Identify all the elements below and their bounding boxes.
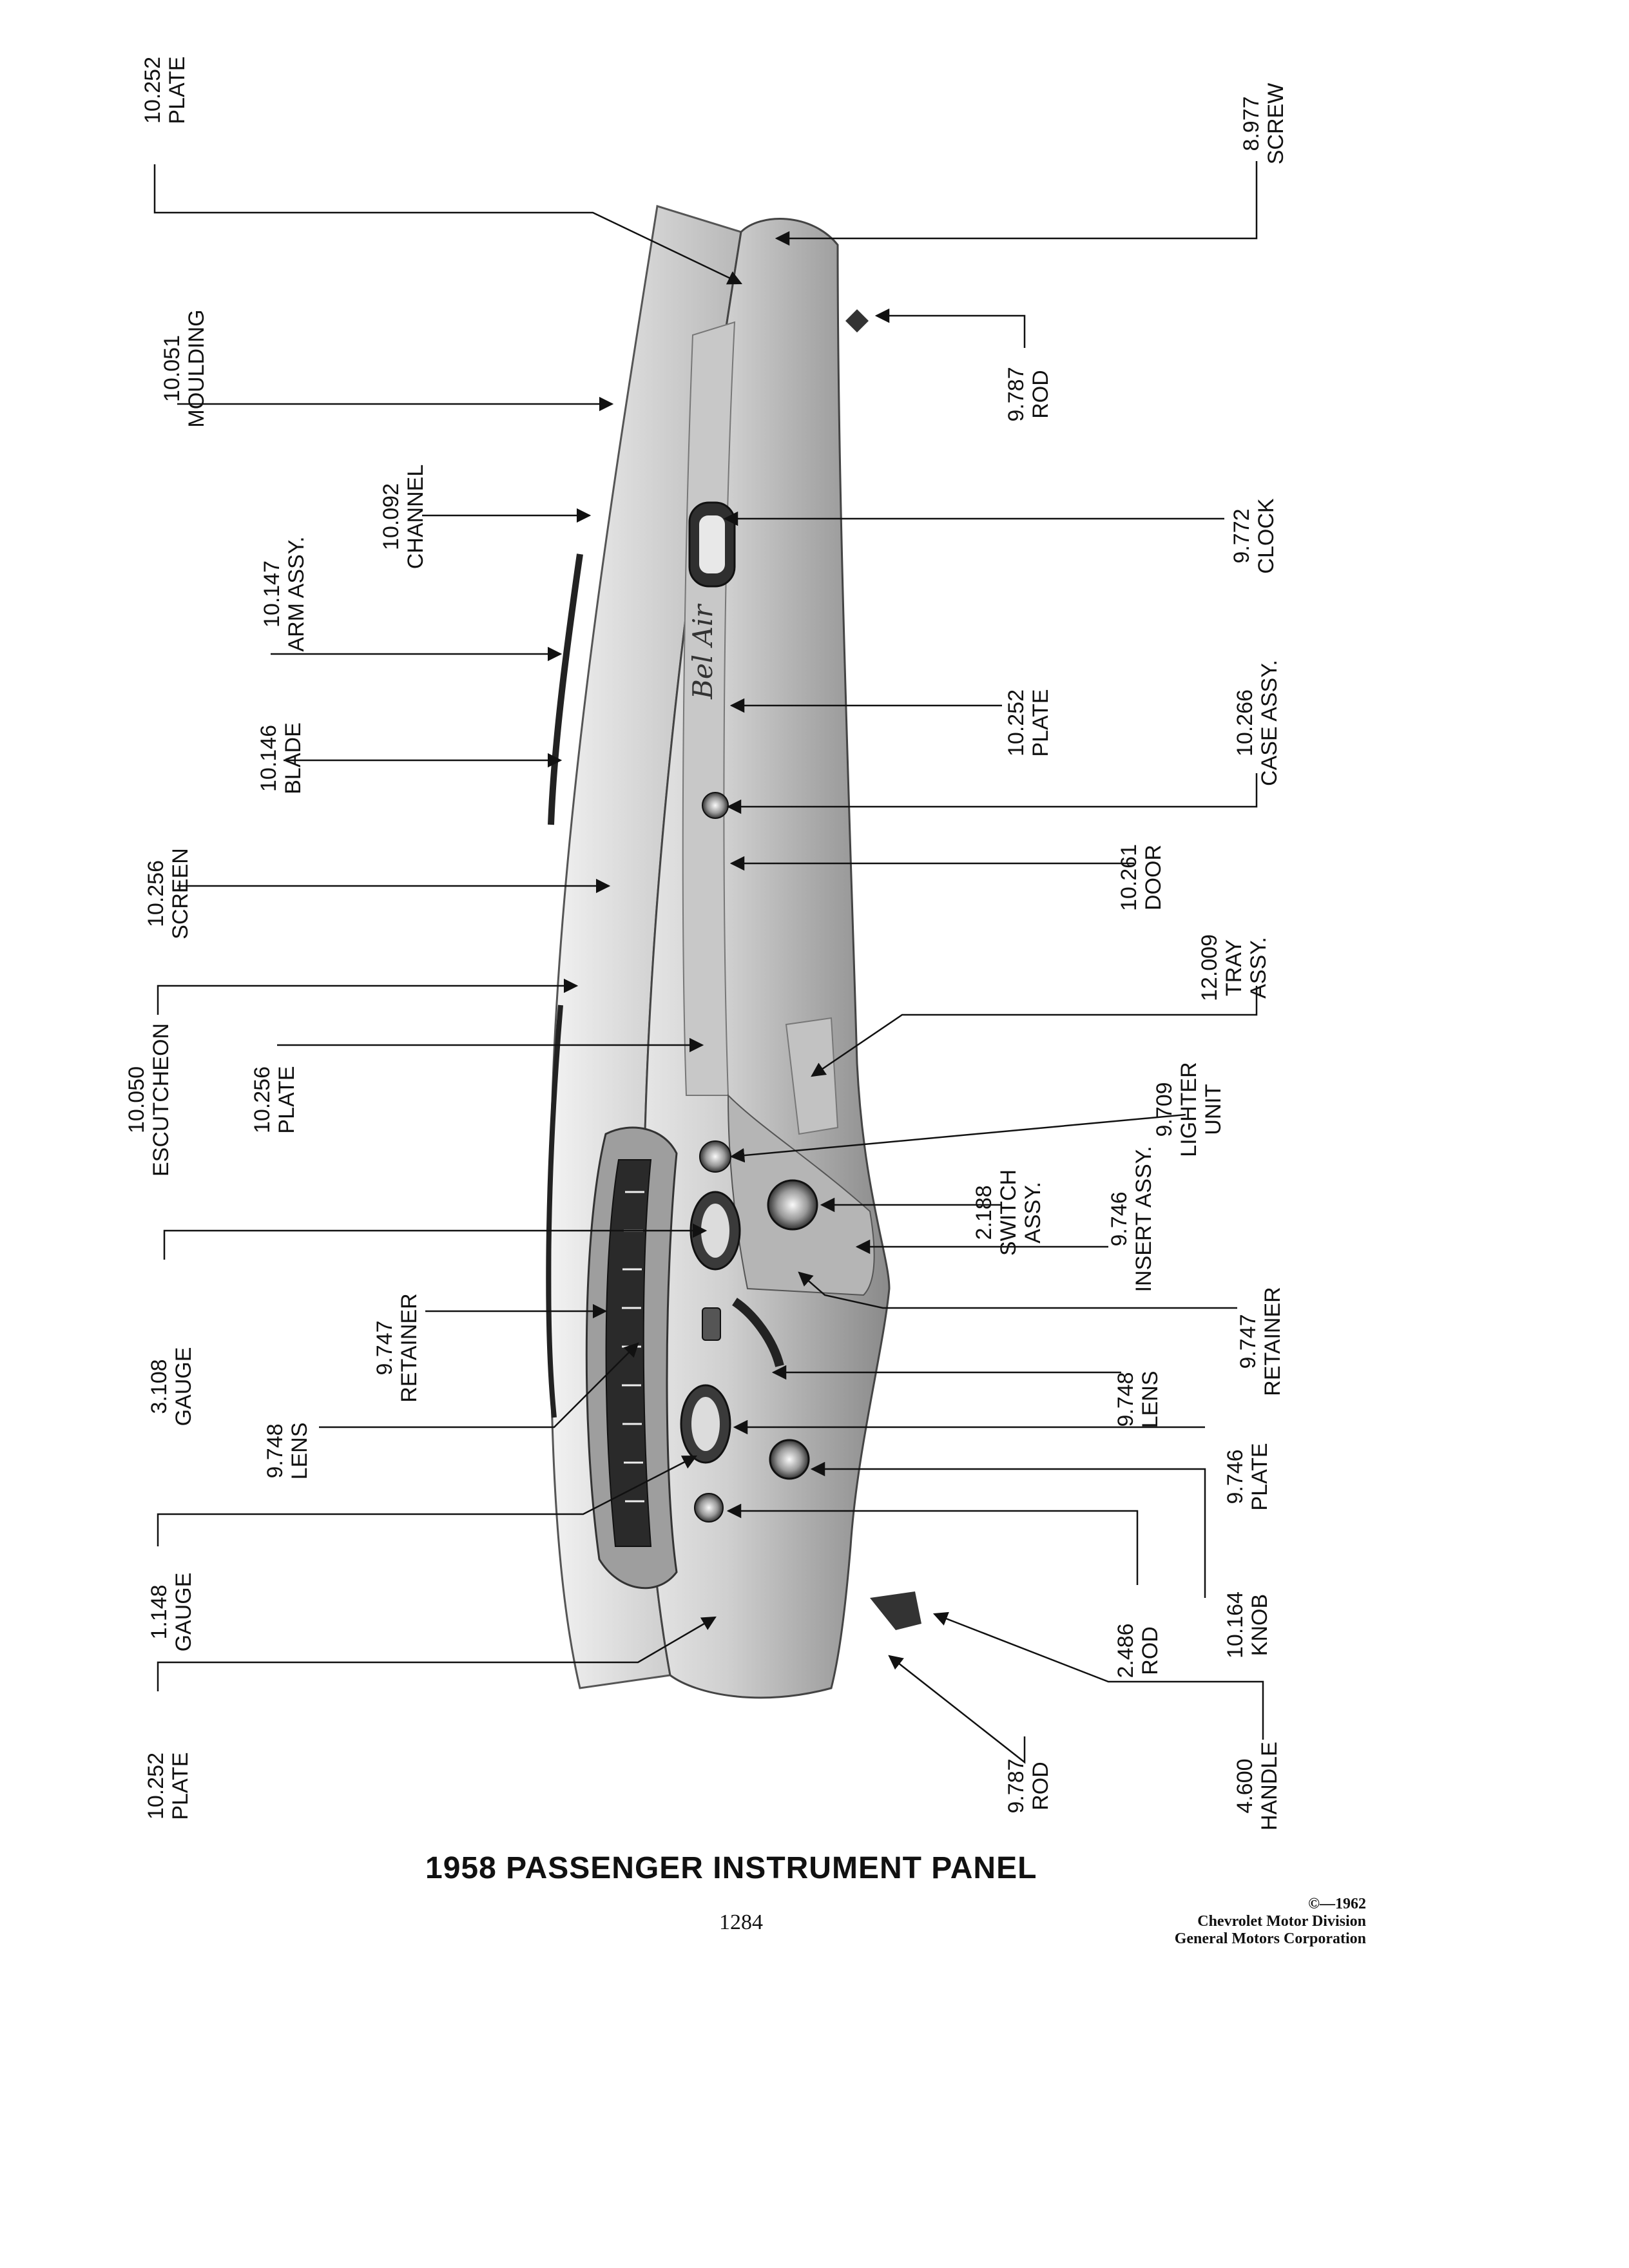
copyright-year: ©—1962 (1308, 1896, 1366, 1912)
leader-rod-bottom (888, 1655, 1026, 1764)
leader-screw (775, 161, 1258, 246)
leader-escutcheon (157, 978, 579, 1015)
copyright-corporation: General Motors Corporation (1174, 1930, 1366, 1947)
leader-plate-bottom (157, 1616, 717, 1691)
copyright-block: ©—1962 Chevrolet Motor Division General … (1083, 1896, 1366, 1948)
wiper-arm (548, 553, 583, 825)
bel-air-script: Bel Air (687, 603, 718, 700)
copyright-division: Chevrolet Motor Division (1197, 1913, 1366, 1930)
leader-retainer-right (798, 1271, 1237, 1309)
page-number: 1284 (719, 1910, 763, 1934)
leader-tray (811, 986, 1258, 1077)
leader-rod-top (874, 308, 1026, 348)
wiper-blade-lower (546, 1004, 563, 1418)
leader-lines (153, 164, 743, 1691)
leader-gauge-3108 (163, 1223, 708, 1260)
panel-illustration: Bel Air (546, 205, 921, 1699)
rod-knob-lower (694, 1493, 724, 1523)
leader-case-assy (726, 773, 1258, 814)
case-knob (702, 792, 729, 819)
switch-knob (767, 1179, 818, 1231)
page-title: 1958 PASSENGER INSTRUMENT PANEL (425, 1851, 1037, 1885)
leader-plate-top (153, 164, 743, 285)
leader-lens-left (319, 1342, 639, 1428)
lighter-knob (699, 1140, 731, 1173)
knob-lower-right (769, 1439, 810, 1480)
handle-bracket (870, 1591, 921, 1630)
leader-lines-right (723, 161, 1264, 1764)
leader-gauge-1148 (157, 1455, 698, 1546)
leader-handle (932, 1611, 1264, 1740)
leader-lighter (729, 1113, 1186, 1163)
leader-knob (810, 1461, 1206, 1598)
leader-rod-2486 (726, 1503, 1139, 1585)
